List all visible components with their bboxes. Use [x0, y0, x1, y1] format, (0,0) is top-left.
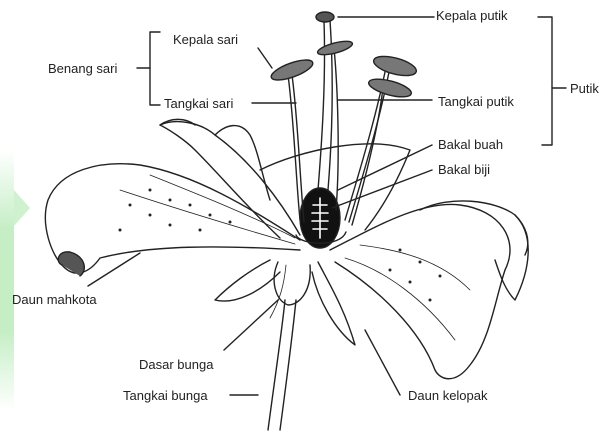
label-dasar-bunga: Dasar bunga	[139, 357, 213, 372]
stigma	[316, 12, 334, 22]
label-tangkai-bunga: Tangkai bunga	[123, 388, 208, 403]
label-tangkai-sari: Tangkai sari	[164, 96, 233, 111]
pistil-style	[318, 20, 325, 190]
filament-2	[334, 48, 338, 210]
anther-3	[372, 53, 419, 80]
label-benang-sari: Benang sari	[48, 61, 117, 76]
label-kepala-sari: Kepala sari	[173, 32, 238, 47]
label-putik: Putik	[570, 81, 599, 96]
label-bakal-biji: Bakal biji	[438, 162, 490, 177]
bracket-benang-sari	[150, 32, 160, 105]
label-daun-mahkota: Daun mahkota	[12, 292, 97, 307]
label-kepala-putik: Kepala putik	[436, 8, 508, 23]
bracket-putik	[538, 17, 552, 145]
sepal-left	[215, 260, 280, 301]
filament-3	[345, 72, 385, 220]
receptacle	[274, 262, 310, 305]
label-tangkai-putik: Tangkai putik	[438, 94, 514, 109]
petal-right	[330, 204, 510, 378]
petal-far-right	[420, 201, 528, 300]
sepal-right	[312, 262, 355, 345]
label-daun-kelopak: Daun kelopak	[408, 388, 488, 403]
label-bakal-buah: Bakal buah	[438, 137, 503, 152]
anther-4	[367, 76, 413, 101]
